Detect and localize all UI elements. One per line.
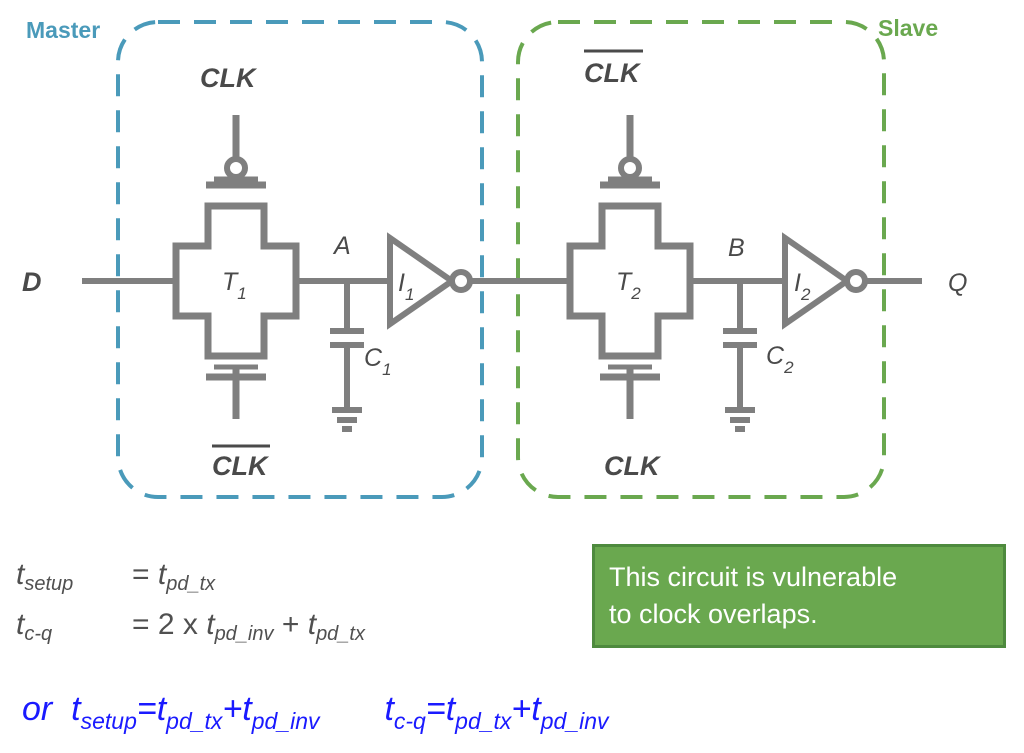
note-line-1: This circuit is vulnerable: [609, 562, 898, 592]
c2-label: C2: [766, 342, 794, 377]
inverter-i1: [387, 232, 473, 330]
clk-to-q-equation: tc-q = 2 x tpd_inv + tpd_tx: [16, 608, 365, 645]
signal-wires: [82, 278, 922, 408]
t1-clk-bottom-label: CLK: [212, 451, 270, 481]
vulnerability-note: This circuit is vulnerable to clock over…: [592, 544, 1006, 648]
master-label: Master: [26, 17, 100, 43]
note-line-2: to clock overlaps.: [609, 599, 818, 629]
i1-label: I1: [398, 269, 414, 304]
node-a-label: A: [332, 232, 351, 260]
alternative-equations: or tsetup=tpd_tx+tpd_inv tc-q=tpd_tx+tpd…: [22, 690, 609, 734]
node-b-label: B: [728, 234, 745, 262]
i2-label: I2: [794, 269, 811, 304]
t2-clk-top-label: CLK: [584, 58, 642, 88]
inverter-i2: [782, 232, 868, 330]
output-q-label: Q: [948, 269, 967, 297]
transmission-gate-t1: [176, 115, 296, 419]
setup-time-equation: tsetup = tpd_tx: [16, 558, 216, 595]
capacitor-c2: [723, 328, 757, 432]
transmission-gate-t2: [570, 115, 690, 419]
slave-label: Slave: [878, 15, 938, 41]
t2-label: T2: [616, 268, 641, 303]
t2-clk-bottom-label: CLK: [604, 451, 662, 481]
t1-clk-top-label: CLK: [200, 63, 258, 93]
input-d-label: D: [22, 267, 42, 297]
master-region: [116, 20, 484, 499]
t1-label: T1: [222, 268, 247, 303]
capacitor-c1: [330, 328, 364, 432]
slave-region: [516, 20, 886, 499]
flip-flop-schematic: Master Slave: [22, 15, 967, 499]
c1-label: C1: [364, 344, 392, 379]
